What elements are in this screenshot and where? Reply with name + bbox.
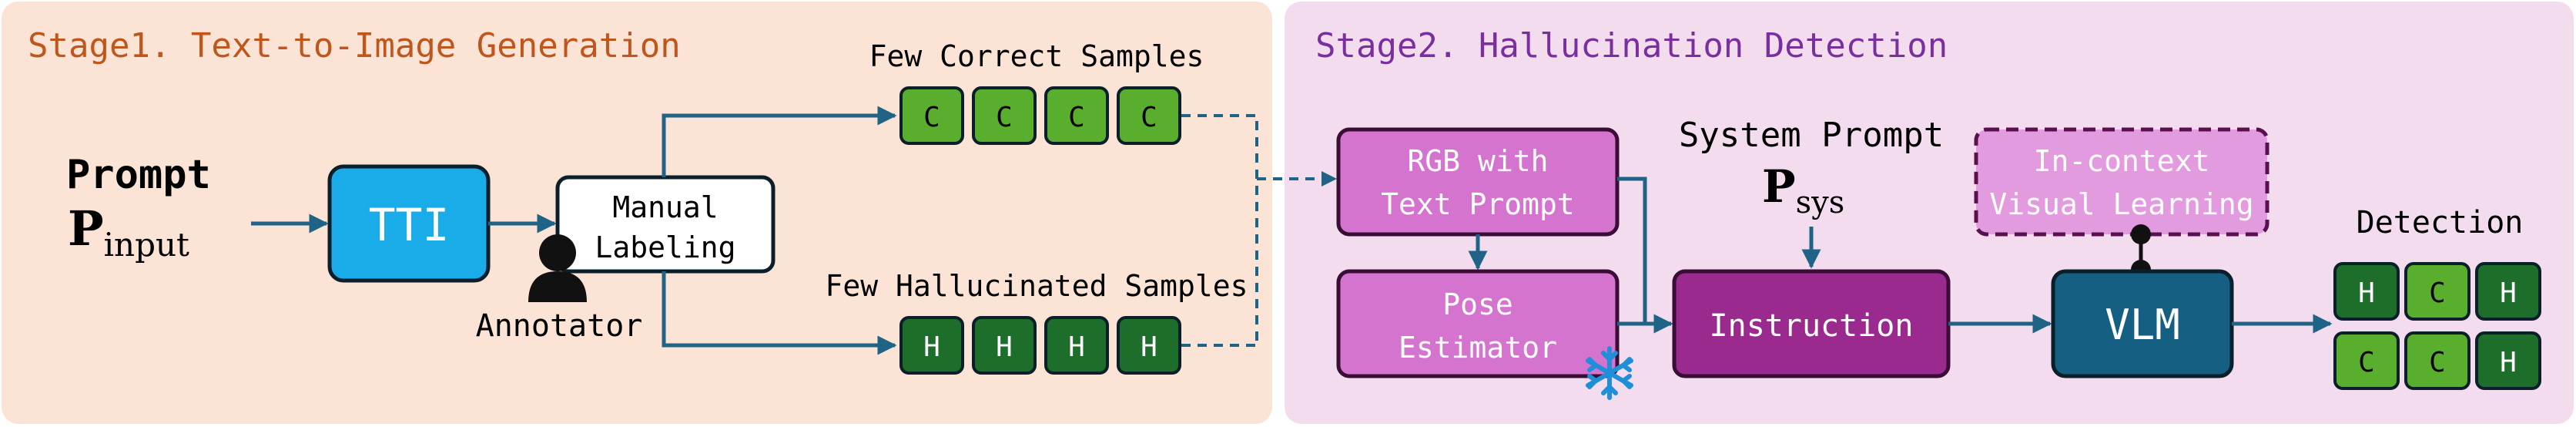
sys-symbol: Psys: [1762, 160, 1844, 220]
svg-text:H: H: [1068, 331, 1085, 363]
correct-sample-tile: C: [972, 86, 1037, 145]
svg-text:C: C: [923, 102, 940, 133]
svg-text:H: H: [996, 331, 1013, 363]
arrow-to-hallucinated-samples: [662, 271, 897, 355]
hallucinated-samples-title: Few Hallucinated Samples: [825, 269, 1248, 303]
prompt-symbol: Pinput: [68, 200, 189, 264]
hallucinated-sample-tile: H: [972, 316, 1037, 375]
vlm-box: VLM: [2051, 269, 2234, 378]
svg-text:C: C: [2358, 347, 2375, 378]
detection-tile: C: [2333, 331, 2400, 390]
annotator-label: Annotator: [476, 308, 643, 344]
detection-tile: C: [2404, 331, 2470, 390]
annotator-person-icon: [528, 234, 587, 302]
detection-title: Detection: [2357, 205, 2524, 240]
in-context-visual-learning-box: In-context Visual Learning: [1974, 127, 2269, 237]
system-prompt-label: System Prompt: [1679, 116, 1944, 155]
svg-text:C: C: [1141, 102, 1157, 133]
correct-sample-tile: C: [1044, 86, 1109, 145]
prompt-subscript: input: [104, 226, 189, 264]
manual-labeling-box: Manual Labeling: [555, 175, 775, 274]
detection-tile: H: [2475, 262, 2541, 321]
svg-text:C: C: [996, 102, 1013, 133]
sys-subscript: sys: [1796, 185, 1845, 220]
correct-sample-tile: C: [1117, 86, 1181, 145]
snowflake-icon: [1586, 346, 1633, 400]
detection-tile: H: [2475, 331, 2541, 390]
detection-tile: C: [2404, 262, 2470, 321]
detection-tile: H: [2333, 262, 2400, 321]
svg-text:C: C: [2429, 347, 2446, 378]
tti-label: TTI: [369, 199, 450, 251]
pose-line1: Pose: [1442, 287, 1513, 321]
rgb-line2: Text Prompt: [1381, 187, 1575, 221]
instruction-box: Instruction: [1672, 269, 1951, 378]
pose-line2: Estimator: [1399, 331, 1557, 365]
rgb-line1: RGB with: [1407, 144, 1548, 178]
hallucinated-sample-tile: H: [1117, 316, 1181, 375]
svg-text:C: C: [1068, 102, 1085, 133]
prompt-label: Prompt: [66, 152, 211, 198]
correct-sample-tile: C: [899, 86, 964, 145]
arrow-to-correct-samples: [662, 106, 897, 177]
dashed-connector-correct: [1181, 114, 1258, 345]
connector-dot: [2131, 224, 2151, 244]
tti-box: TTI: [327, 164, 491, 283]
stage2-title: Stage2. Hallucination Detection: [1315, 26, 1948, 66]
rgb-text-prompt-box: RGB with Text Prompt: [1336, 127, 1620, 237]
stage1-title: Stage1. Text-to-Image Generation: [28, 26, 681, 66]
svg-text:H: H: [1141, 331, 1157, 363]
icvl-line2: Visual Learning: [1989, 187, 2253, 221]
svg-text:H: H: [2500, 277, 2517, 309]
hallucinated-sample-tile: H: [1044, 316, 1109, 375]
pose-estimator-box: Pose Estimator: [1336, 269, 1620, 378]
manual-labeling-line1: Manual: [612, 190, 718, 224]
hallucinated-sample-tile: H: [899, 316, 964, 375]
svg-text:H: H: [923, 331, 940, 363]
svg-text:H: H: [2358, 277, 2375, 309]
svg-text:H: H: [2500, 347, 2517, 378]
correct-samples-title: Few Correct Samples: [869, 39, 1204, 73]
svg-text:C: C: [2429, 277, 2446, 309]
instruction-label: Instruction: [1710, 308, 1914, 344]
vlm-label: VLM: [2105, 301, 2180, 349]
manual-labeling-line2: Labeling: [595, 230, 735, 264]
icvl-line1: In-context: [2034, 144, 2210, 178]
